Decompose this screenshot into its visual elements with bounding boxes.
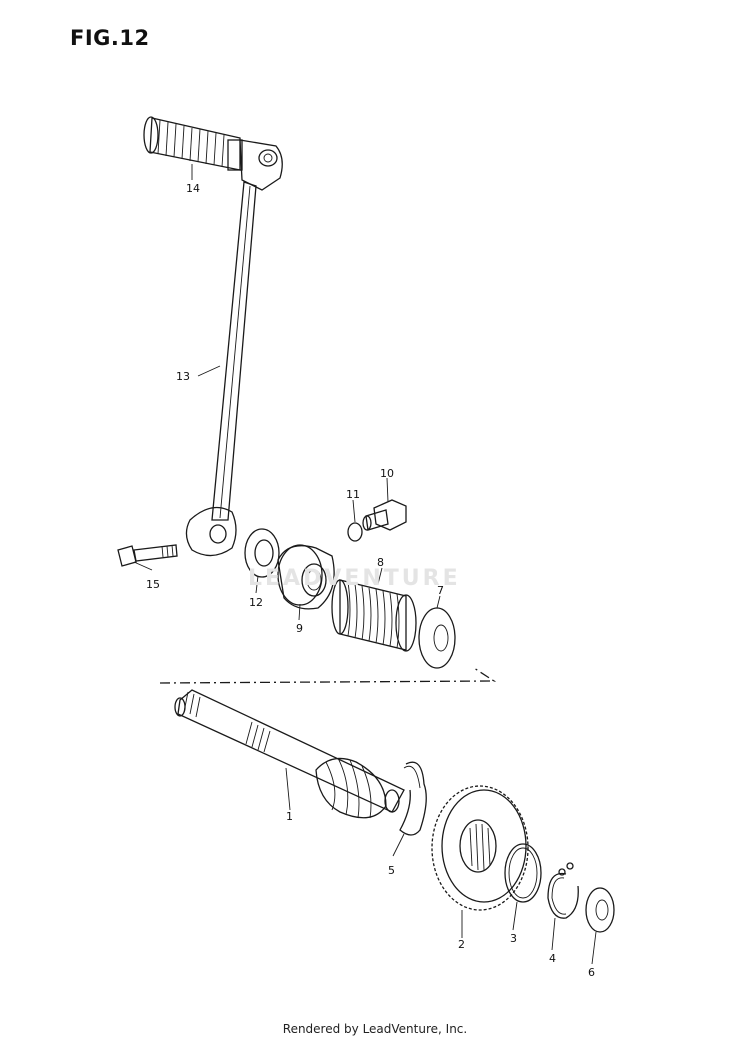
washer-7 bbox=[418, 607, 456, 669]
kick-starter-lever bbox=[185, 181, 257, 557]
callout-11: 11 bbox=[346, 488, 360, 501]
callout-10: 10 bbox=[380, 467, 394, 480]
callout-9: 9 bbox=[296, 622, 303, 635]
oil-seal bbox=[244, 528, 280, 578]
circlip bbox=[547, 862, 579, 919]
callout-8: 8 bbox=[377, 556, 384, 569]
callout-14: 14 bbox=[186, 182, 200, 195]
o-ring bbox=[347, 522, 363, 542]
bolt bbox=[117, 544, 178, 567]
callout-13: 13 bbox=[176, 370, 190, 383]
callout-7: 7 bbox=[437, 584, 444, 597]
footer-credit: Rendered by LeadVenture, Inc. bbox=[282, 1022, 468, 1036]
leader-lines bbox=[133, 164, 597, 965]
washer-3 bbox=[504, 843, 542, 903]
washer-6 bbox=[585, 887, 615, 933]
callout-12: 12 bbox=[249, 596, 263, 609]
callout-4: 4 bbox=[549, 952, 556, 965]
kick-starter-gear bbox=[431, 785, 529, 911]
spring-clip bbox=[399, 761, 427, 836]
watermark: LEADVENTURE bbox=[248, 566, 461, 591]
callout-15: 15 bbox=[146, 578, 160, 591]
callout-3: 3 bbox=[510, 932, 517, 945]
kick-lever-grip bbox=[143, 116, 283, 191]
callout-5: 5 bbox=[388, 864, 395, 877]
callout-1: 1 bbox=[286, 810, 293, 823]
callout-6: 6 bbox=[588, 966, 595, 979]
kick-starter-shaft bbox=[174, 689, 405, 819]
callout-2: 2 bbox=[458, 938, 465, 951]
stopper-bolt bbox=[362, 499, 407, 531]
section-divider bbox=[159, 667, 497, 684]
figure-title: FIG.12 bbox=[70, 26, 150, 50]
kick-spring bbox=[331, 579, 417, 652]
callout-labels: 14 13 15 12 9 8 7 11 10 1 5 2 3 4 6 bbox=[146, 182, 595, 979]
